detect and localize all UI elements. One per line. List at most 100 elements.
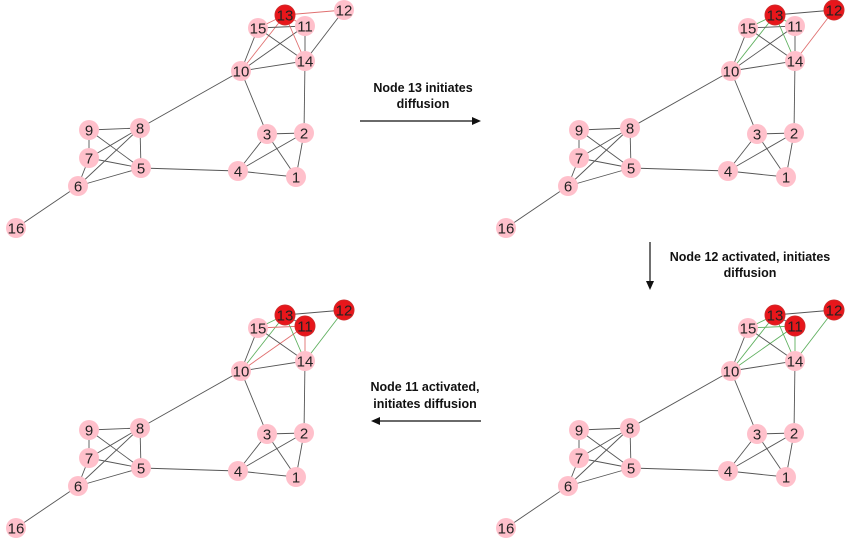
edge-10-11 [730,25,796,72]
node-13 [764,4,786,26]
edge-10-14 [730,360,796,372]
edge-5-9 [578,429,632,469]
node-label-10: 10 [233,364,250,381]
edge-6-16 [15,485,79,529]
node-9 [569,120,589,140]
step-2-arrow-head [646,281,654,290]
edge-6-16 [15,185,79,229]
node-7 [79,448,99,468]
node-label-11: 11 [297,319,313,336]
node-label-5: 5 [627,461,635,478]
edge-12-14 [794,9,835,62]
node-label-11: 11 [787,19,803,36]
edge-10-14 [730,60,796,72]
edge-5-9 [578,129,632,169]
node-label-14: 14 [787,54,804,71]
node-14 [295,351,315,371]
node-6 [558,176,578,196]
node-label-8: 8 [626,121,634,138]
node-12 [823,299,845,321]
node-label-16: 16 [8,221,25,238]
edge-3-10 [730,70,758,135]
node-15 [738,318,758,338]
step-1-annotation: Node 13 initiates diffusion [360,81,481,125]
step-2-annotation: Node 12 activated, initiates diffusion [646,242,830,290]
node-2 [784,423,804,443]
node-2 [784,123,804,143]
node-label-3: 3 [753,127,761,144]
edge-8-10 [629,70,732,129]
node-label-14: 14 [297,354,314,371]
node-15 [738,18,758,38]
node-11 [295,16,315,36]
step-2-label-line-1: Node 12 activated, initiates [670,250,831,264]
node-label-9: 9 [85,423,93,440]
edge-10-11 [240,325,306,372]
node-1 [286,167,306,187]
node-label-14: 14 [787,354,804,371]
node-label-15: 15 [250,321,267,338]
node-13 [274,304,296,326]
node-label-2: 2 [790,426,798,443]
step-2-label-line-2: diffusion [724,266,777,280]
node-label-1: 1 [292,470,300,487]
node-16 [6,218,26,238]
node-14 [785,51,805,71]
step-3-label-line-2: initiates diffusion [373,397,476,411]
node-label-13: 13 [277,308,294,325]
edge-6-8 [77,427,141,487]
node-label-8: 8 [136,421,144,438]
node-11 [785,16,805,36]
edge-10-14 [240,360,306,372]
edge-5-9 [88,129,142,169]
node-10 [231,61,251,81]
edge-12-14 [794,309,835,362]
node-label-4: 4 [234,164,242,181]
node-13 [764,304,786,326]
node-label-11: 11 [787,319,803,336]
node-8 [130,418,150,438]
edge-4-5 [140,467,239,472]
node-label-4: 4 [724,464,732,481]
node-label-16: 16 [498,521,515,538]
node-label-7: 7 [85,151,93,168]
node-label-3: 3 [263,427,271,444]
node-label-4: 4 [234,464,242,481]
node-7 [569,448,589,468]
node-label-7: 7 [85,451,93,468]
node-label-6: 6 [74,179,82,196]
edge-5-6 [567,167,632,187]
node-label-5: 5 [627,161,635,178]
node-label-7: 7 [575,451,583,468]
edge-10-13 [730,14,776,72]
node-label-12: 12 [336,303,353,320]
edge-2-14 [793,60,796,134]
node-3 [747,124,767,144]
node-5 [131,458,151,478]
node-8 [130,118,150,138]
step-1-arrow-head [472,117,481,125]
edge-5-6 [77,167,142,187]
node-3 [747,424,767,444]
node-7 [569,148,589,168]
edge-6-16 [505,485,569,529]
node-label-16: 16 [8,521,25,538]
edge-4-5 [630,467,729,472]
node-6 [68,476,88,496]
node-label-3: 3 [263,127,271,144]
node-7 [79,148,99,168]
node-label-10: 10 [723,64,740,81]
edge-3-10 [730,370,758,435]
node-label-13: 13 [767,8,784,25]
node-label-5: 5 [137,161,145,178]
node-2 [294,423,314,443]
edge-2-4 [237,132,305,172]
edge-10-11 [730,325,796,372]
node-9 [79,120,99,140]
node-label-6: 6 [564,479,572,496]
edge-8-10 [139,70,242,129]
node-11 [784,315,806,337]
